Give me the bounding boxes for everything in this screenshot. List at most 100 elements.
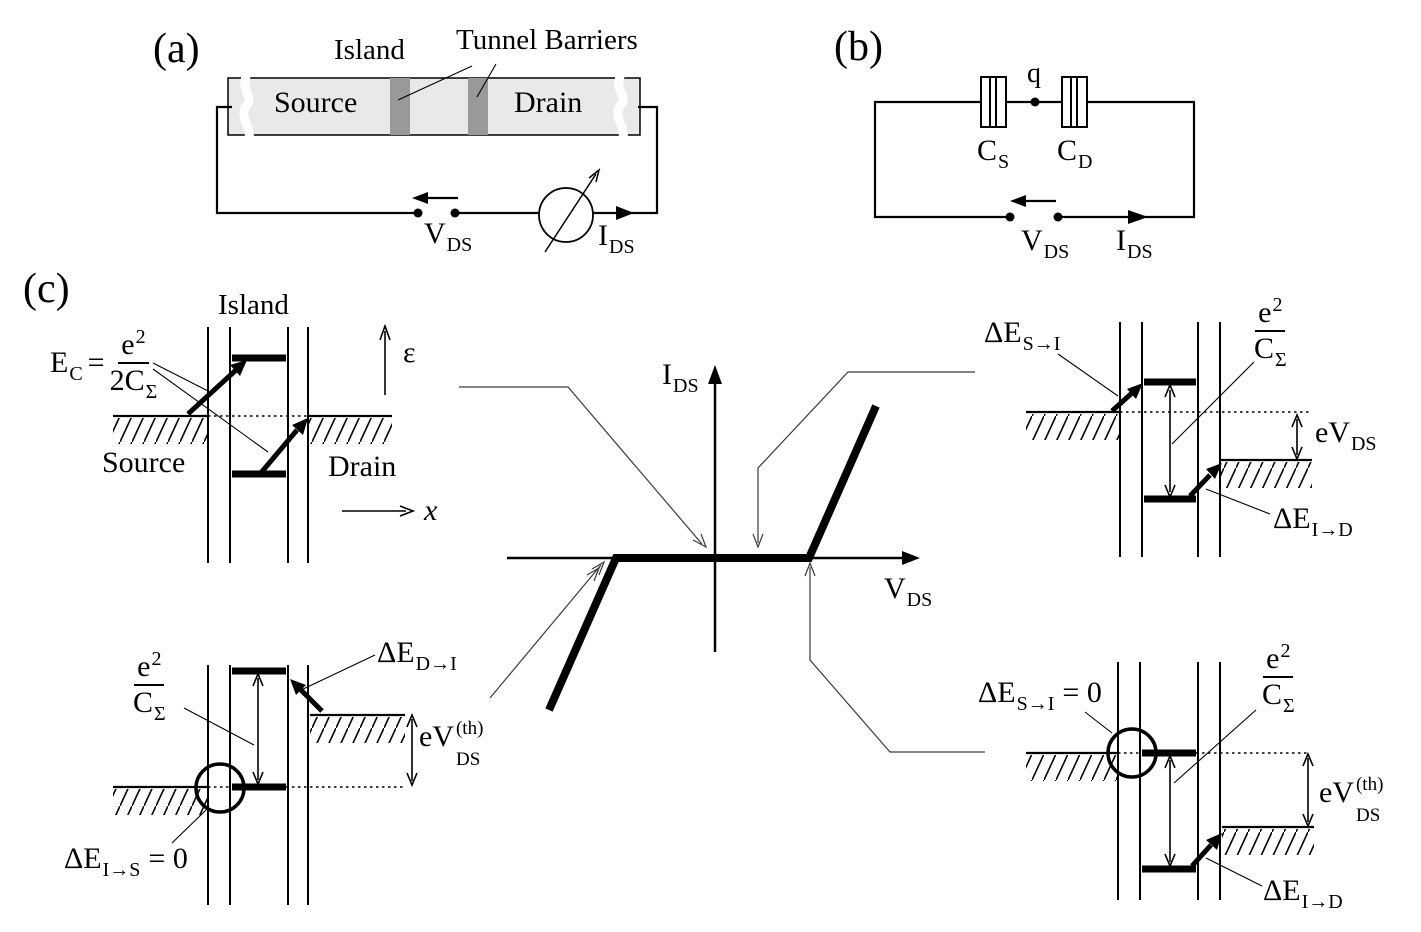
fermi-hatch bbox=[310, 717, 405, 743]
ids-label: IDS bbox=[1116, 224, 1153, 263]
evds-label: eVDS bbox=[1315, 418, 1377, 455]
ammeter-needle bbox=[544, 173, 597, 253]
ids-sub: DS bbox=[673, 375, 699, 397]
vds-sub: DS bbox=[446, 234, 473, 256]
callout-top-right-arrowhead bbox=[752, 533, 764, 549]
den-base: C bbox=[1262, 678, 1283, 711]
fraction-denominator: CΣ bbox=[1254, 332, 1287, 371]
num-sup: 2 bbox=[151, 648, 162, 670]
cs-base: C bbox=[977, 134, 998, 167]
panel-a-circuit bbox=[215, 105, 659, 253]
den-sub: Σ bbox=[145, 381, 158, 403]
island-charge-label: q bbox=[1027, 58, 1041, 89]
source-label: Source bbox=[102, 446, 186, 479]
fermi-hatch bbox=[1220, 462, 1312, 488]
ids-base: I bbox=[1116, 224, 1126, 257]
vds-arrowhead bbox=[1010, 195, 1026, 207]
charging-energy-equation: EC = e2 2CΣ bbox=[50, 327, 158, 403]
break-mark-left bbox=[239, 69, 254, 143]
fraction-numerator: e2 bbox=[1255, 295, 1286, 332]
delta-e-i-to-s-zero-label: ΔEI→S= 0 bbox=[64, 842, 188, 881]
label-pointer bbox=[1171, 361, 1255, 445]
tunnel-barrier-right bbox=[468, 78, 488, 135]
tunnel-barrier-left bbox=[390, 78, 410, 135]
arrowhead-up bbox=[1164, 382, 1176, 398]
energy-axis-label: ε bbox=[403, 336, 416, 369]
callout-bottom-right bbox=[809, 567, 985, 753]
de-base: ΔE bbox=[64, 842, 102, 875]
evds-sup: (th) bbox=[1355, 774, 1384, 795]
de-base: ΔE bbox=[1273, 502, 1311, 535]
tunnel-arrowhead bbox=[290, 679, 306, 695]
charging-fraction: e2 CΣ bbox=[1254, 295, 1287, 371]
junction-cs-box bbox=[980, 76, 1007, 128]
fraction-numerator: e2 bbox=[134, 649, 165, 686]
den-sub: Σ bbox=[154, 703, 166, 725]
panel-b-tag: (b) bbox=[834, 24, 883, 70]
panel-a-tag: (a) bbox=[153, 26, 200, 72]
fermi-hatch bbox=[113, 789, 208, 815]
fermi-hatch bbox=[308, 418, 392, 444]
drain-label: Drain bbox=[514, 86, 583, 119]
energy-diagram-bottom-right bbox=[1026, 662, 1314, 900]
tunnel-arrowhead bbox=[1127, 383, 1143, 399]
den-sub: Σ bbox=[1275, 349, 1287, 371]
arrowhead-up bbox=[1164, 753, 1176, 769]
fraction-denominator: CΣ bbox=[1262, 678, 1295, 717]
de-sub: S→I bbox=[1022, 333, 1061, 355]
label-pointer bbox=[183, 707, 255, 746]
delta-e-d-to-i-label: ΔED→I bbox=[377, 636, 457, 675]
charging-fraction: e2 CΣ bbox=[133, 649, 166, 725]
barrier-lines bbox=[207, 665, 309, 905]
fermi-hatch bbox=[1222, 829, 1314, 855]
arrowhead-up bbox=[252, 671, 264, 687]
tunnel-arrow-shaft bbox=[258, 428, 299, 476]
tunnel-arrow-shaft bbox=[299, 688, 324, 713]
cs-label: CS bbox=[977, 134, 1009, 173]
de-base: ΔE bbox=[377, 636, 415, 669]
evds-base: eV bbox=[1319, 776, 1354, 809]
label-pointer bbox=[152, 368, 269, 453]
barrier-lines bbox=[207, 327, 309, 563]
fraction-numerator: e2 bbox=[118, 327, 149, 364]
fraction-denominator: 2CΣ bbox=[110, 364, 158, 403]
fermi-hatch bbox=[1026, 755, 1118, 781]
junction-cd-box bbox=[1061, 76, 1088, 128]
ids-label: IDS bbox=[598, 221, 635, 258]
tunnel-arrow-shaft bbox=[1110, 391, 1134, 413]
evds-sub: DS bbox=[1355, 805, 1381, 826]
de-base: ΔE bbox=[984, 316, 1022, 349]
fermi-hatch bbox=[1026, 414, 1120, 440]
arrowhead-down bbox=[1164, 484, 1176, 500]
vds-base: V bbox=[884, 572, 906, 605]
ids-sub: DS bbox=[609, 236, 635, 258]
vds-node-dot bbox=[1053, 212, 1063, 222]
arrowhead-up bbox=[406, 712, 418, 728]
de-sub: I→D bbox=[1301, 891, 1343, 913]
den-base: C bbox=[133, 686, 154, 719]
island-label: Island bbox=[334, 34, 405, 66]
arrowhead-down bbox=[252, 771, 264, 787]
alignment-circle bbox=[1106, 727, 1158, 779]
fraction-denominator: CΣ bbox=[133, 686, 166, 725]
fermi-hatch bbox=[113, 418, 208, 444]
vds-arrowhead bbox=[412, 192, 428, 204]
callout-bottom-left-arrowhead bbox=[591, 560, 606, 576]
island-label: Island bbox=[218, 289, 289, 321]
energy-diagram-top-right bbox=[1026, 322, 1312, 557]
num-sup: 2 bbox=[135, 326, 146, 348]
device-bar bbox=[227, 77, 641, 136]
fraction-numerator: e2 bbox=[1263, 641, 1294, 678]
current-arrowhead bbox=[616, 206, 634, 220]
charging-fraction: e2 CΣ bbox=[1262, 641, 1295, 717]
tunnel-arrowhead bbox=[1206, 833, 1222, 850]
ammeter-circle bbox=[538, 187, 594, 243]
x-axis-label: x bbox=[424, 494, 438, 527]
ec-term: EC bbox=[50, 348, 83, 385]
tunnel-arrowhead bbox=[1206, 463, 1222, 479]
delta-e-i-to-d-label: ΔEI→D bbox=[1273, 502, 1353, 541]
de-sub: I→S bbox=[102, 859, 141, 881]
x-position-axis-arrowhead bbox=[399, 505, 416, 517]
